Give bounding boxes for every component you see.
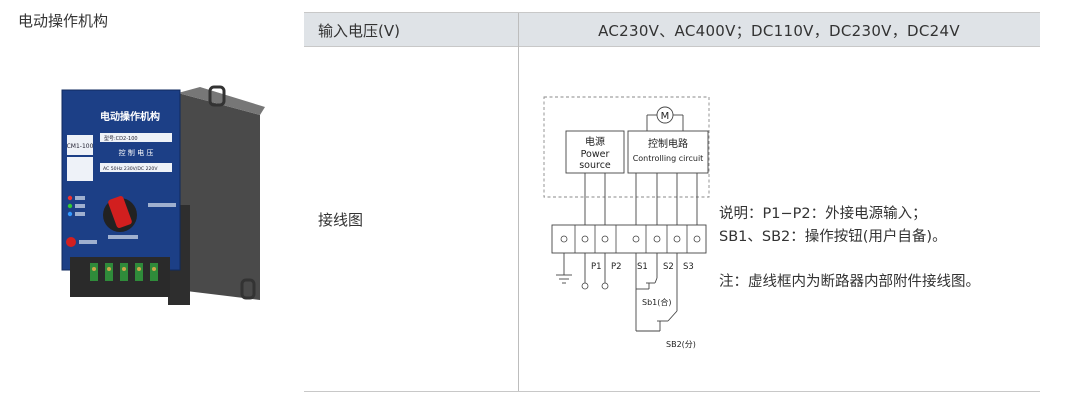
control-circuit-box (627, 130, 709, 174)
sb2-label: SB2(分) (666, 340, 696, 349)
power-cn-label: 电源 (585, 135, 605, 148)
note-line-2: SB1、SB2：操作按钮(用户自备)。 (719, 229, 947, 245)
sb1-label: Sb1(合) (642, 297, 672, 307)
model-tag: CM1-100 (67, 143, 94, 150)
power-en-label-2: source (579, 160, 611, 171)
input-voltage-value: AC230V、AC400V；DC110V，DC230V，DC24V (598, 22, 960, 40)
indicator-light (67, 203, 73, 209)
spec-table: 输入电压(V) AC230V、AC400V；DC110V，DC230V，DC24… (304, 12, 1040, 392)
wiring-diagram-label: 接线图 (318, 211, 364, 229)
model-line: 型号:CD2-100 (104, 135, 138, 142)
indicator-light (67, 195, 73, 201)
wiring-diagram: M 电源 Power source 控制电路 Controlling circu… (543, 96, 710, 349)
voltage-values: AC 50Hz 230V/DC 220V (103, 166, 158, 172)
red-handle[interactable] (107, 195, 132, 229)
note-line-3: 注：虚线框内为断路器内部附件接线图。 (719, 274, 980, 290)
terminal-label-s3: S3 (683, 262, 694, 272)
terminal-label-s2: S2 (663, 262, 674, 272)
control-cn-label: 控制电路 (648, 137, 688, 150)
table-header-row: 输入电压(V) AC230V、AC400V；DC110V，DC230V，DC24… (304, 13, 1040, 47)
panel-title: 电动操作机构 (100, 110, 160, 123)
terminal-label-s1: S1 (637, 262, 648, 272)
note-line-1: 说明：P1−P2：外接电源输入； (719, 206, 927, 222)
indicator-light (67, 211, 73, 217)
terminal-label-p2: P2 (611, 262, 622, 272)
power-source-box (565, 130, 625, 174)
control-en-label: Controlling circuit (633, 154, 704, 163)
power-en-label-1: Power (581, 149, 610, 160)
input-voltage-label: 输入电压(V) (318, 22, 400, 40)
housing-side (178, 93, 260, 300)
wiring-notes: 说明：P1−P2：外接电源输入； SB1、SB2：操作按钮(用户自备)。 注：虚… (719, 203, 980, 294)
column-divider (518, 13, 519, 391)
page-title: 电动操作机构 (18, 12, 109, 30)
dashed-enclosure (543, 96, 710, 198)
reset-button[interactable] (66, 237, 76, 247)
voltage-heading: 控 制 电 压 (119, 148, 154, 157)
motor-operator-photo: 电动操作机构 CM1-100 型号:CD2-100 控 制 电 压 AC 50H… (61, 85, 265, 305)
terminal-label-p1: P1 (591, 262, 602, 272)
motor-label: M (661, 111, 670, 122)
